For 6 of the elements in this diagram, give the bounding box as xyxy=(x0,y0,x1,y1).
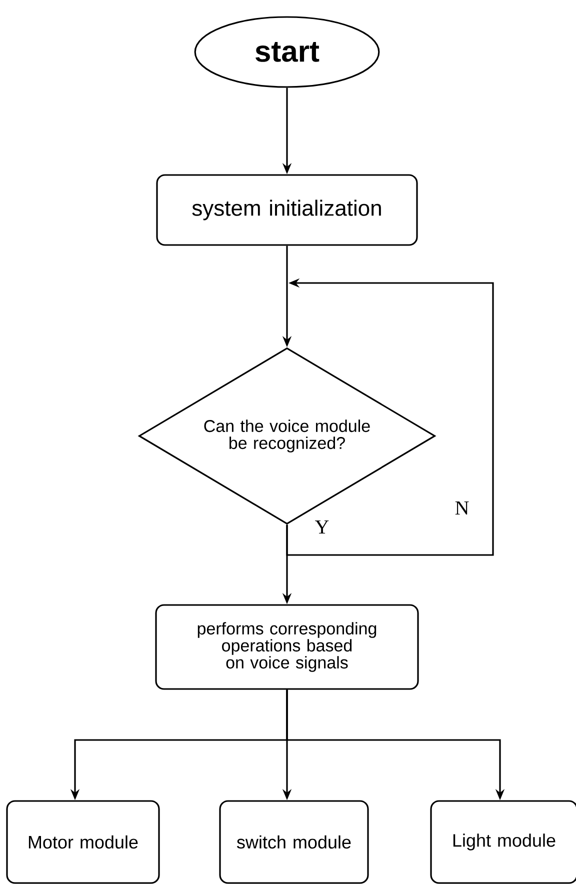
process-box: switch module xyxy=(219,800,369,884)
process-box: Light module xyxy=(430,800,576,884)
process-box: performs corresponding operations based on voice signals xyxy=(155,604,419,690)
process-box: Motor module xyxy=(6,800,160,884)
edge-label: N xyxy=(455,501,469,515)
process-box: system initialization xyxy=(156,174,418,246)
